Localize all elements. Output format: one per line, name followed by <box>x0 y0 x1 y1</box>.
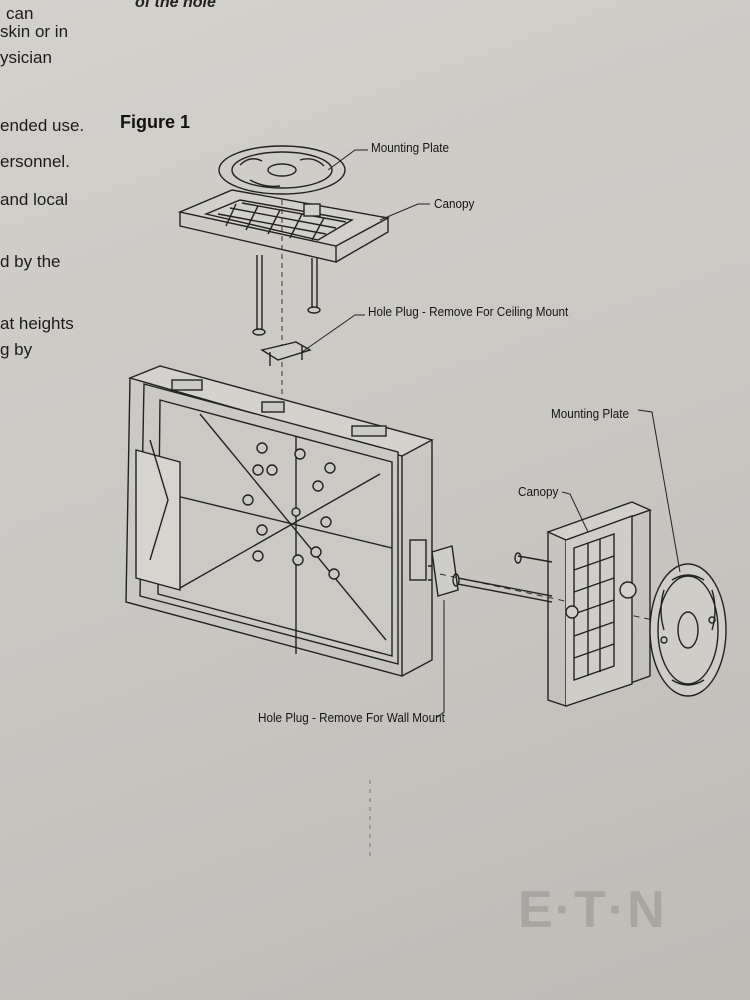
label-mounting-plate-top: Mounting Plate <box>371 140 450 155</box>
text-fragment: and local <box>0 190 69 209</box>
mounting-plate-top <box>218 145 346 195</box>
text-fragment: skin or in <box>0 22 69 41</box>
text-fragment: ysician <box>0 48 52 67</box>
eaton-logo: E·T·N <box>518 881 667 939</box>
label-hole-plug-ceiling: Hole Plug - Remove For Ceiling Mount <box>368 304 569 319</box>
canopy-right <box>546 501 652 707</box>
text-fragment: ended use. <box>0 116 85 135</box>
text-fragment: g by <box>0 340 33 359</box>
hole-plug-wall <box>428 545 459 597</box>
hole-plug-ceiling <box>260 341 312 366</box>
label-canopy-right: Canopy <box>518 484 559 499</box>
label-mounting-plate-right: Mounting Plate <box>551 406 630 421</box>
text-fragment: can <box>6 4 34 23</box>
screw-wall <box>452 552 553 603</box>
canopy-top <box>177 189 391 263</box>
top-text-fragment: of the hole <box>135 0 216 11</box>
label-canopy-top: Canopy <box>434 196 475 211</box>
text-fragment: at heights <box>0 314 74 333</box>
screws-top <box>252 200 321 400</box>
text-fragment: d by the <box>0 252 61 271</box>
figure-title: Figure 1 <box>120 112 191 132</box>
main-housing <box>125 365 434 677</box>
mounting-plate-right <box>649 563 727 697</box>
label-hole-plug-wall: Hole Plug - Remove For Wall Mount <box>258 710 445 725</box>
text-fragment: ersonnel. <box>0 152 70 171</box>
